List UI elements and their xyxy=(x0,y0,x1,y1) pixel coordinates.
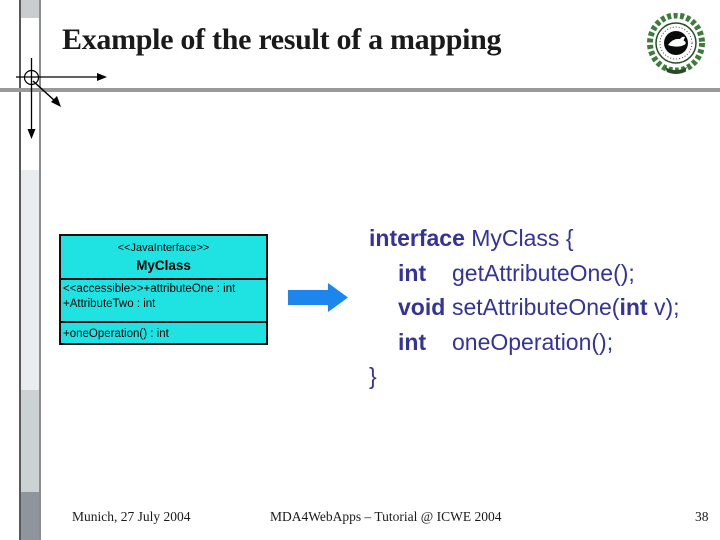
code-line: } xyxy=(369,363,377,389)
slide-title: Example of the result of a mapping xyxy=(62,23,502,56)
footer-tutorial-label: MDA4WebApps – Tutorial @ ICWE 2004 xyxy=(270,509,502,524)
mapping-arrow-icon xyxy=(288,283,348,312)
university-seal-logo xyxy=(647,13,705,74)
uml-class-box: <<JavaInterface>> MyClass <<accessible>>… xyxy=(59,234,268,345)
uml-operations-compartment: +oneOperation() : int xyxy=(61,321,266,342)
bar-segment xyxy=(21,170,39,390)
page-number: 38 xyxy=(695,509,709,524)
uml-attributes-compartment: <<accessible>>+attributeOne : int +Attri… xyxy=(61,278,266,321)
uml-attribute: +AttributeTwo : int xyxy=(63,298,156,310)
footer-date: Munich, 27 July 2004 xyxy=(72,509,191,524)
bar-segment xyxy=(21,492,39,540)
uml-class-name: MyClass xyxy=(136,258,191,273)
uml-attribute: <<accessible>>+attributeOne : int xyxy=(63,283,236,295)
code-line: interface MyClass { xyxy=(369,225,574,251)
left-decoration-bar xyxy=(19,0,41,540)
bar-segment xyxy=(21,390,39,492)
bar-segment xyxy=(21,18,39,170)
bar-segment xyxy=(21,0,39,18)
uml-header-compartment: <<JavaInterface>> MyClass xyxy=(61,236,266,278)
uml-stereotype: <<JavaInterface>> xyxy=(117,242,210,254)
title-underline xyxy=(0,88,720,92)
uml-operation: +oneOperation() : int xyxy=(63,328,169,340)
